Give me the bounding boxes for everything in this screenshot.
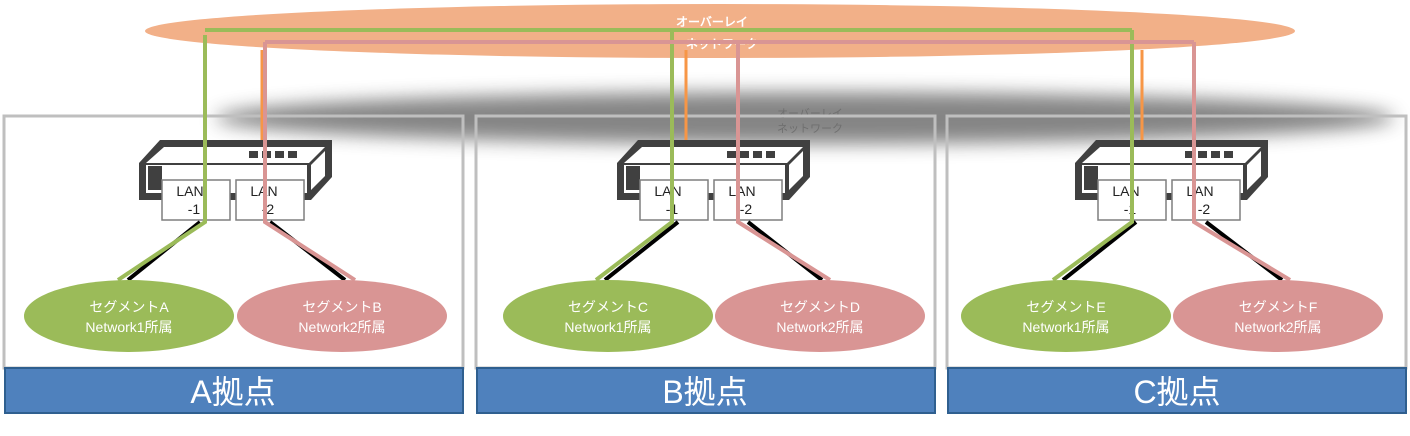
segment-e-ellipse xyxy=(961,280,1171,352)
site-name-a: A拠点 xyxy=(190,374,275,410)
segment-c-name: セグメントC xyxy=(568,299,648,315)
port-b-lan2-suffix: -2 xyxy=(740,201,753,217)
port-b-lan1-label: LAN xyxy=(654,183,681,199)
overlay-shadow-ellipse xyxy=(215,92,1395,144)
segment-b-name: セグメントB xyxy=(302,299,381,315)
network2-path-c xyxy=(1192,42,1292,282)
segment-b-ellipse xyxy=(237,280,447,352)
segment-c-ellipse xyxy=(503,280,713,352)
port-a-lan1-suffix: -1 xyxy=(188,201,201,217)
site-bar-b xyxy=(476,367,936,414)
network2-path xyxy=(263,42,357,282)
overlay-label-line1: オーバーレイ xyxy=(676,15,748,29)
port-a-lan1 xyxy=(161,179,231,221)
network2-path-b xyxy=(736,42,832,282)
overlay-shadow-label-line2: ネットワーク xyxy=(777,122,843,135)
port-c-lan2 xyxy=(1171,179,1241,221)
network1-path-b xyxy=(594,30,674,282)
segment-c-network: Network1所属 xyxy=(564,319,651,335)
segment-f-name: セグメントF xyxy=(1239,299,1318,315)
segment-b-network: Network2所属 xyxy=(298,319,385,335)
site-bar-a xyxy=(4,367,464,414)
port-c-lan2-label: LAN xyxy=(1186,183,1213,199)
port-b-lan2-label: LAN xyxy=(728,183,755,199)
cable-c-seg-e xyxy=(1061,220,1138,282)
segment-d-network: Network2所属 xyxy=(776,319,863,335)
port-c-lan2-suffix: -2 xyxy=(1198,201,1211,217)
port-c-lan1-label: LAN xyxy=(1112,183,1139,199)
site-name-b: B拠点 xyxy=(662,374,747,410)
segment-a-network: Network1所属 xyxy=(85,319,172,335)
network1-path-c xyxy=(1051,30,1134,282)
port-b-lan2 xyxy=(713,179,783,221)
segment-d-name: セグメントD xyxy=(780,299,860,315)
site-name-c: C拠点 xyxy=(1133,374,1220,410)
segment-f-ellipse xyxy=(1173,280,1383,352)
segment-d-ellipse xyxy=(715,280,925,352)
port-a-lan2 xyxy=(235,179,305,221)
overlay-shadow-label-line1: オーバーレイ xyxy=(777,107,843,120)
network1-path xyxy=(116,35,207,282)
cable-b-seg-c xyxy=(603,220,680,282)
segment-e-name: セグメントE xyxy=(1026,299,1105,315)
segment-a-ellipse xyxy=(24,280,234,352)
segment-a-name: セグメントA xyxy=(89,299,169,315)
segment-e-network: Network1所属 xyxy=(1022,319,1109,335)
segment-f-network: Network2所属 xyxy=(1234,319,1321,335)
port-a-lan1-label: LAN xyxy=(176,183,203,199)
site-bar-c xyxy=(947,367,1407,414)
